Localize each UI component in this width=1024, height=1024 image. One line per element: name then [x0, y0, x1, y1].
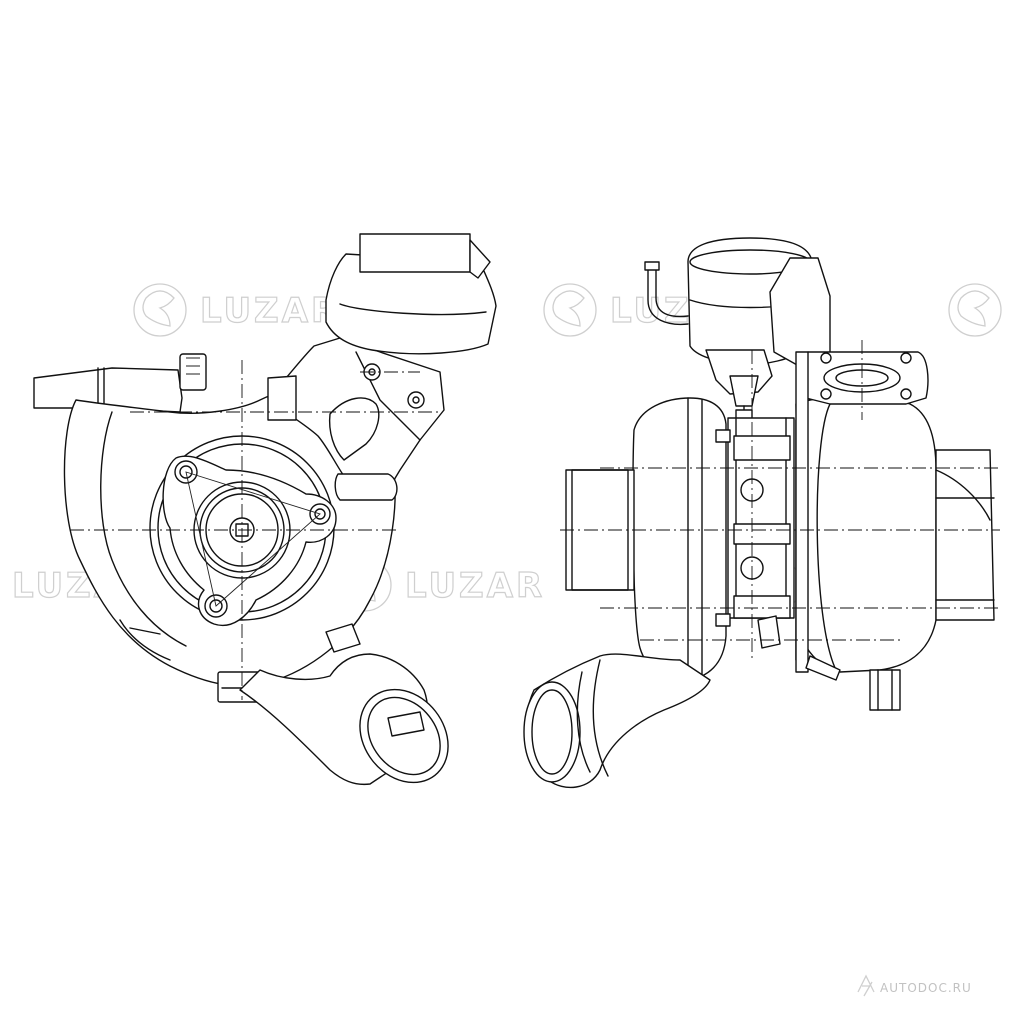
- luzar-wordmark: LUZAR: [200, 291, 340, 331]
- drain-outlet: [869, 669, 901, 711]
- right-turbo-view: [523, 237, 1000, 789]
- bracket-bolt-2: [407, 391, 425, 409]
- autodoc-text: AUTODOC.RU: [880, 981, 972, 995]
- actuator-cap: [359, 233, 471, 273]
- autodoc-credit: AUTODOC.RU: [857, 974, 972, 997]
- elbow-clamp-ring: [523, 681, 581, 783]
- vacuum-actuator: [325, 253, 497, 355]
- compressor-inlet-spigot: [565, 469, 635, 591]
- vacuum-nipple: [647, 267, 689, 326]
- autodoc-logo-icon: [857, 974, 875, 997]
- luzar-logo-top-right: [948, 283, 1002, 337]
- compressor-cover-side: [632, 397, 727, 681]
- outlet-flange-arm: [33, 367, 183, 413]
- left-turbo-view: [33, 233, 497, 786]
- luzar-wordmark: LUZAR: [405, 566, 545, 606]
- luzar-logo-top-left: LUZAR: [133, 283, 340, 337]
- flange-boss: [179, 353, 207, 391]
